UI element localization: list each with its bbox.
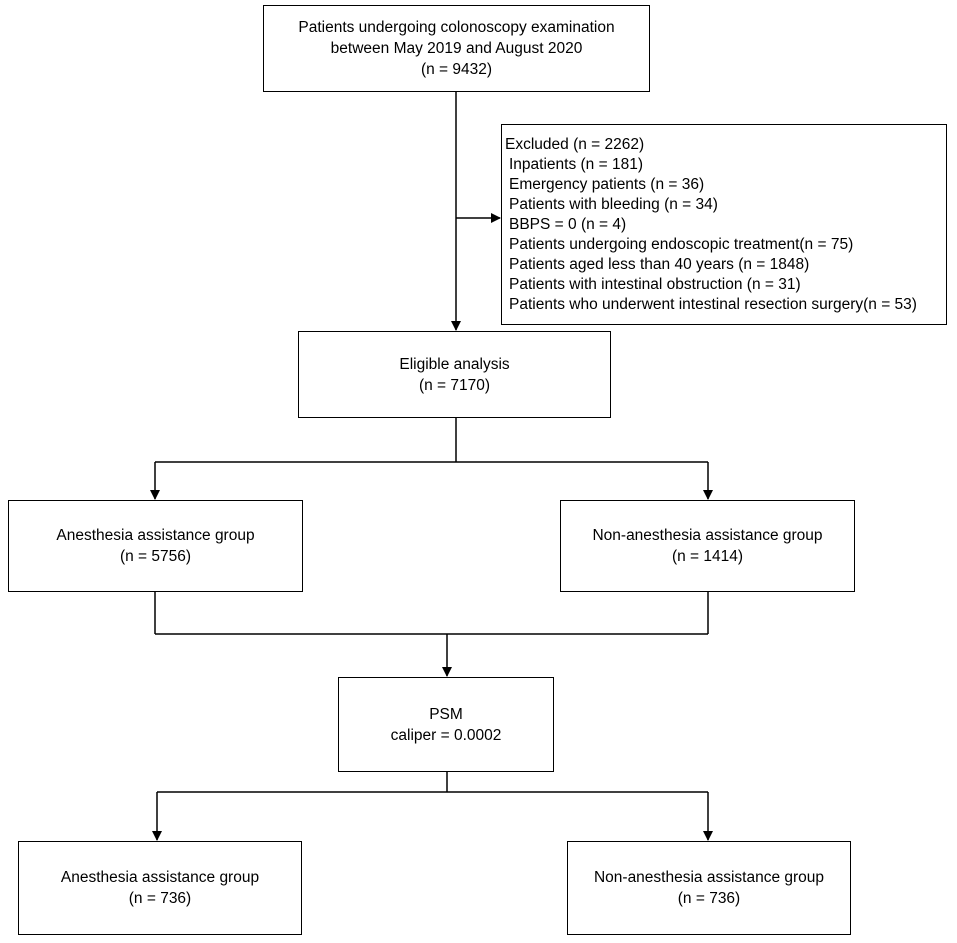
anesthesia-group-box-2: Anesthesia assistance group (n = 736) (18, 841, 302, 935)
excluded-box: Excluded (n = 2262) Inpatients (n = 181)… (501, 124, 947, 325)
excluded-item-emergency: Emergency patients (n = 36) (509, 175, 705, 193)
non-anesthesia-group-2-line-2: (n = 736) (677, 890, 741, 907)
excluded-item-endoscopic: Patients undergoing endoscopic treatment… (509, 235, 854, 253)
anesthesia-group-1-line-2: (n = 5756) (119, 548, 192, 565)
non-anesthesia-group-1-line-2: (n = 1414) (671, 548, 744, 565)
start-box: Patients undergoing colonoscopy examinat… (263, 5, 650, 92)
start-line-2: between May 2019 and August 2020 (330, 40, 583, 57)
excluded-item-resection: Patients who underwent intestinal resect… (509, 295, 917, 313)
anesthesia-group-box-1: Anesthesia assistance group (n = 5756) (8, 500, 303, 592)
start-line-3: (n = 9432) (420, 61, 493, 78)
anesthesia-group-2-line-2: (n = 736) (128, 890, 192, 907)
excluded-title: Excluded (n = 2262) (505, 135, 645, 153)
anesthesia-group-2-line-1: Anesthesia assistance group (60, 869, 260, 886)
non-anesthesia-group-box-2: Non-anesthesia assistance group (n = 736… (567, 841, 851, 935)
non-anesthesia-group-box-1: Non-anesthesia assistance group (n = 141… (560, 500, 855, 592)
excluded-item-age: Patients aged less than 40 years (n = 18… (509, 255, 810, 273)
excluded-item-inpatients: Inpatients (n = 181) (509, 155, 643, 173)
excluded-item-bleeding: Patients with bleeding (n = 34) (509, 195, 718, 213)
non-anesthesia-group-2-line-1: Non-anesthesia assistance group (593, 869, 825, 886)
start-line-1: Patients undergoing colonoscopy examinat… (298, 19, 615, 36)
non-anesthesia-group-1-line-1: Non-anesthesia assistance group (592, 527, 823, 544)
psm-line-1: PSM (429, 705, 463, 723)
psm-line-2: caliper = 0.0002 (390, 726, 502, 744)
excluded-item-bbps: BBPS = 0 (n = 4) (509, 215, 627, 233)
eligible-box: Eligible analysis (n = 7170) (298, 331, 611, 418)
eligible-line-1: Eligible analysis (399, 355, 510, 373)
anesthesia-group-1-line-1: Anesthesia assistance group (56, 527, 255, 544)
psm-box: PSM caliper = 0.0002 (338, 677, 554, 772)
excluded-item-obstruction: Patients with intestinal obstruction (n … (509, 275, 801, 293)
eligible-line-2: (n = 7170) (418, 376, 491, 394)
